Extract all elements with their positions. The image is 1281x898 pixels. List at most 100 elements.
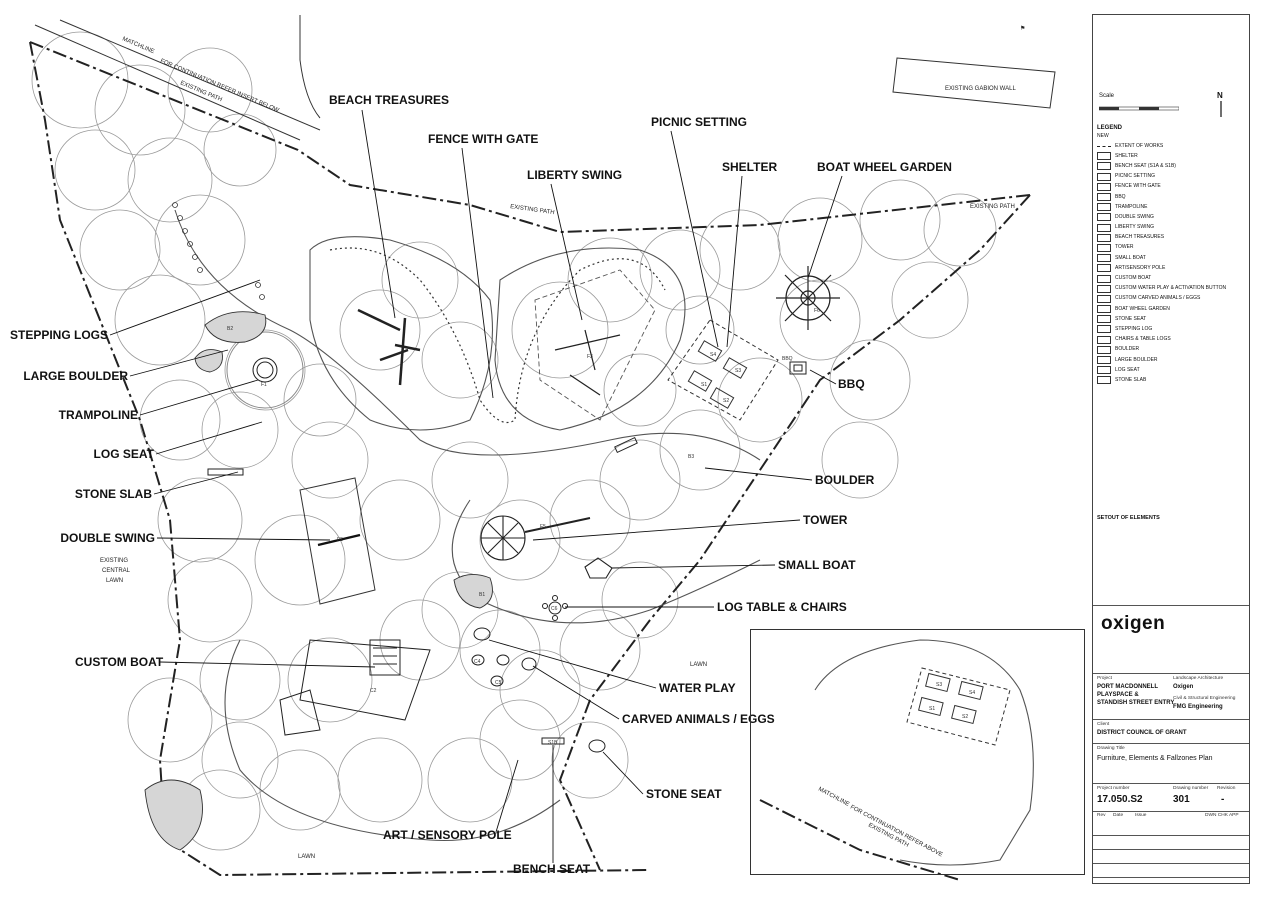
legend-item: STEPPING LOG (1097, 324, 1247, 334)
legend-item-label: STONE SLAB (1115, 376, 1147, 383)
picnic-table-s3 (722, 357, 748, 379)
fallzone-circle-40 (499, 649, 581, 731)
legend-item: BENCH SEAT (S1A & S1B) (1097, 161, 1247, 171)
fallzone-circle-2 (167, 47, 253, 133)
legend-item: SHELTER (1097, 151, 1247, 161)
legend-item: LOG SEAT (1097, 365, 1247, 375)
leader-tower (532, 519, 801, 541)
fallzone-circle-42 (601, 561, 679, 639)
fallzone-circle-41 (559, 609, 641, 691)
legend-item-label: FENCE WITH GATE (1115, 183, 1161, 190)
inset-tag-s2: S2 (962, 714, 968, 720)
legend-item: CUSTOM CARVED ANIMALS / EGGS (1097, 294, 1247, 304)
legend-item-label: ART/SENSORY POLE (1115, 264, 1166, 271)
legend-item: ART/SENSORY POLE (1097, 263, 1247, 273)
callout-stepping-logs: STEPPING LOGS (10, 328, 108, 342)
callout-stone-seat: STONE SEAT (646, 787, 722, 801)
leader-beach-treasures (361, 109, 396, 319)
legend-symbol-icon (1097, 193, 1111, 202)
bbq-symbol (789, 361, 807, 375)
site-boundary (29, 41, 1031, 877)
fallzone-circle-0 (31, 31, 129, 129)
leader-water-play (488, 639, 657, 689)
fallzone-circle-46 (337, 737, 423, 823)
civil-label: Civil & Structural Engineering (1173, 696, 1236, 701)
legend-symbol-icon (1097, 213, 1111, 222)
fallzone-circle-39 (459, 609, 541, 691)
legend-item-label: LOG SEAT (1115, 366, 1140, 373)
legend-item: CHAIRS & TABLE LOGS (1097, 335, 1247, 345)
gabion-wall-label: EXISTING GABION WALL (945, 86, 1016, 92)
legend-item-label: TRAMPOLINE (1115, 203, 1148, 210)
inset-tag-s1: S1 (929, 706, 935, 712)
landscape-label: Landscape Architecture (1173, 676, 1224, 681)
legend-item-label: BBQ (1115, 193, 1126, 200)
callout-picnic-setting: PICNIC SETTING (651, 115, 747, 129)
legend-item: CUSTOM BOAT (1097, 273, 1247, 283)
leader-art-sensory-pole (495, 759, 519, 833)
fallzone-circle-11 (201, 391, 279, 469)
north-arrow-icon (1220, 101, 1222, 117)
matchline-label: MATCHLINE (121, 36, 155, 55)
legend-symbol-icon (1097, 315, 1111, 324)
legend-symbol-icon (1097, 356, 1111, 365)
fallzone-circle-21 (859, 179, 941, 261)
leader-stone-seat (602, 751, 644, 795)
callout-fence-with-gate: FENCE WITH GATE (428, 132, 538, 146)
callout-liberty-swing: LIBERTY SWING (527, 168, 622, 182)
fallzone-circle-8 (114, 274, 206, 366)
tag-f5: F5 (540, 524, 546, 530)
inset-tag-s4: S4 (969, 690, 975, 696)
project-line-2: PLAYSPACE & (1097, 692, 1139, 698)
tag-f2: F2 (337, 537, 343, 543)
callout-boulder: BOULDER (815, 473, 875, 487)
fallzone-circle-55 (821, 421, 899, 499)
lawn-label-right: LAWN (690, 662, 707, 668)
fallzone-circle-45 (427, 737, 513, 823)
drawing-title: Furniture, Elements & Fallzones Plan (1097, 755, 1213, 762)
picnic-table-s2 (709, 387, 735, 409)
legend-symbol-icon (1097, 335, 1111, 344)
legend-item-label: BOULDER (1115, 346, 1140, 353)
fallzone-circle-9 (224, 329, 306, 411)
tag-bbq: BBQ (782, 356, 793, 362)
callout-leaders (109, 109, 843, 863)
existing-path-top (34, 15, 321, 141)
callout-carved-animals: CARVED ANIMALS / EGGS (622, 712, 775, 726)
seat-symbols (207, 436, 638, 753)
leader-trampoline (139, 379, 259, 416)
project-label: Project (1097, 676, 1112, 681)
client-value: DISTRICT COUNCIL OF GRANT (1097, 730, 1187, 736)
legend-item: TOWER (1097, 243, 1247, 253)
project-number-label: Project number (1097, 786, 1130, 791)
picnic-table-s4 (697, 340, 723, 362)
legend-symbol-icon (1097, 264, 1111, 273)
leader-carved-animals (532, 665, 620, 720)
rev-header-date: Date (1113, 813, 1124, 818)
stepping-log-markers (172, 202, 265, 300)
callout-log-seat: LOG SEAT (94, 447, 155, 461)
legend-title: LEGEND (1097, 125, 1123, 131)
legend-symbol-icon (1097, 254, 1111, 263)
callout-bbq: BBQ (838, 377, 865, 391)
fallzone-circle-30 (359, 479, 441, 561)
leader-stepping-logs (109, 279, 261, 336)
revision-label: Revision (1217, 786, 1236, 791)
callout-tower: TOWER (803, 513, 848, 527)
continuation-note: FOR CONTINUATION REFER INSERT BELOW (159, 58, 280, 114)
legend-item: STONE SLAB (1097, 375, 1247, 385)
legend-symbol-icon (1097, 172, 1111, 181)
lawn-label-bottom: LAWN (298, 854, 315, 860)
leader-small-boat (611, 564, 776, 569)
existing-path-label-right: EXISTING PATH (970, 204, 1015, 210)
fallzone-circle-7 (154, 194, 246, 286)
legend-item-label: CUSTOM CARVED ANIMALS / EGGS (1115, 295, 1201, 302)
legend-symbol-icon (1097, 223, 1111, 232)
legend-symbol-icon (1097, 152, 1111, 161)
legend-item: SMALL BOAT (1097, 253, 1247, 263)
fallzone-circle-3 (54, 129, 136, 211)
